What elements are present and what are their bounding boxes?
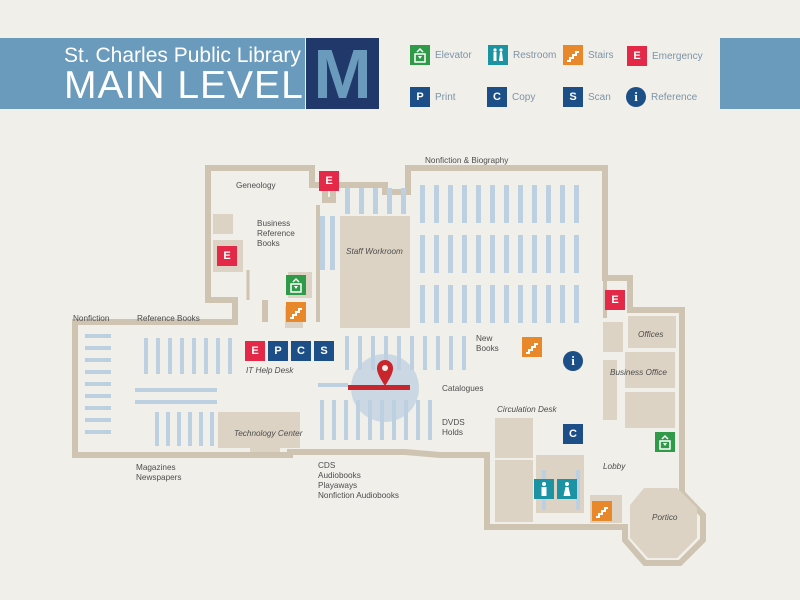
label-new-books: New Books <box>476 334 499 353</box>
emergency-marker-business-ref[interactable]: E <box>217 246 237 266</box>
restroom-woman-icon <box>563 482 571 496</box>
legend-print: P Print <box>410 87 456 107</box>
restroom-icon <box>488 45 508 65</box>
label-geneology: Geneology <box>236 181 276 190</box>
legend-label-elevator: Elevator <box>435 49 472 61</box>
label-catalogues: Catalogues <box>442 384 484 393</box>
label-offices: Offices <box>638 330 664 339</box>
legend-label-stairs: Stairs <box>588 49 614 61</box>
shelves-reference-books <box>85 334 232 446</box>
restroom-marker-men[interactable] <box>534 479 554 499</box>
legend-label-print: Print <box>435 91 456 103</box>
emergency-icon: E <box>627 46 647 66</box>
elevator-icon <box>290 277 302 293</box>
business-office-room <box>625 352 675 388</box>
legend-label-restroom: Restroom <box>513 49 557 61</box>
label-staff-workroom: Staff Workroom <box>346 247 403 256</box>
legend-reference: i Reference <box>626 87 697 107</box>
label-nonfiction-biography: Nonfiction & Biography <box>425 156 509 165</box>
stairs-icon <box>596 507 608 518</box>
legend-elevator: Elevator <box>410 45 472 65</box>
legend-copy: C Copy <box>487 87 535 107</box>
emergency-marker-it-desk[interactable]: E <box>245 341 265 361</box>
stairs-icon <box>290 308 302 319</box>
label-reference-books: Reference Books <box>137 314 200 323</box>
staff-workroom-room <box>340 216 410 328</box>
copy-marker-it-desk[interactable]: C <box>291 341 311 361</box>
shelves-nonfiction-biography <box>320 185 579 323</box>
print-icon: P <box>410 87 430 107</box>
label-magazines-newspapers: Magazines Newspapers <box>136 463 182 482</box>
level-title: MAIN LEVEL <box>64 64 304 107</box>
offices-room <box>628 316 676 348</box>
header-band <box>0 38 305 109</box>
reference-icon: i <box>626 87 646 107</box>
you-are-here-pin <box>377 360 393 386</box>
legend-label-emergency: Emergency <box>652 50 703 62</box>
elevator-icon <box>659 434 671 450</box>
legend-label-copy: Copy <box>512 91 536 103</box>
emergency-marker-geneology[interactable]: E <box>319 171 339 191</box>
label-circulation-desk: Circulation Desk <box>497 405 557 414</box>
stairs-marker-lobby[interactable] <box>592 501 612 521</box>
legend-stairs: Stairs <box>563 45 614 65</box>
legend-emergency: E Emergency <box>627 46 703 66</box>
restroom-man-icon <box>541 482 547 496</box>
legend-label-scan: Scan <box>588 91 611 103</box>
stairs-icon <box>563 45 583 65</box>
portico-room <box>630 488 697 558</box>
copy-icon: C <box>487 87 507 107</box>
elevator-icon <box>410 45 430 65</box>
scan-icon: S <box>563 87 583 107</box>
elevator-marker[interactable] <box>286 275 306 295</box>
building-outline <box>72 165 706 566</box>
label-technology-center: Technology Center <box>234 429 303 438</box>
circulation-room-left <box>495 418 533 458</box>
label-it-help-desk: IT Help Desk <box>246 366 294 375</box>
label-business-reference: Business Reference Books <box>257 219 295 248</box>
legend-scan: S Scan <box>563 87 611 107</box>
legend-label-reference: Reference <box>651 91 698 103</box>
restroom-marker-women[interactable] <box>557 479 577 499</box>
reference-marker[interactable]: i <box>563 351 583 371</box>
label-portico: Portico <box>652 513 678 522</box>
stairs-marker-new-books[interactable] <box>522 337 542 357</box>
scan-marker[interactable]: S <box>314 341 334 361</box>
level-badge: M <box>306 38 379 110</box>
header-band-right <box>720 38 800 109</box>
catalogues-counter <box>348 385 410 390</box>
elevator-marker-lobby[interactable] <box>655 432 675 452</box>
stairs-icon <box>526 343 538 354</box>
label-cds-audiobooks: CDS Audiobooks Playaways Nonfiction Audi… <box>318 461 400 500</box>
print-marker[interactable]: P <box>268 341 288 361</box>
copy-marker-circulation[interactable]: C <box>563 424 583 444</box>
label-lobby: Lobby <box>603 462 626 471</box>
library-name: St. Charles Public Library <box>64 44 301 67</box>
legend-restroom: Restroom <box>488 45 556 65</box>
emergency-marker-offices[interactable]: E <box>605 290 625 310</box>
stairs-marker-west[interactable] <box>286 302 306 322</box>
label-business-office: Business Office <box>610 368 667 377</box>
label-nonfiction: Nonfiction <box>73 314 110 323</box>
label-dvds-holds: DVDS Holds <box>442 418 465 437</box>
